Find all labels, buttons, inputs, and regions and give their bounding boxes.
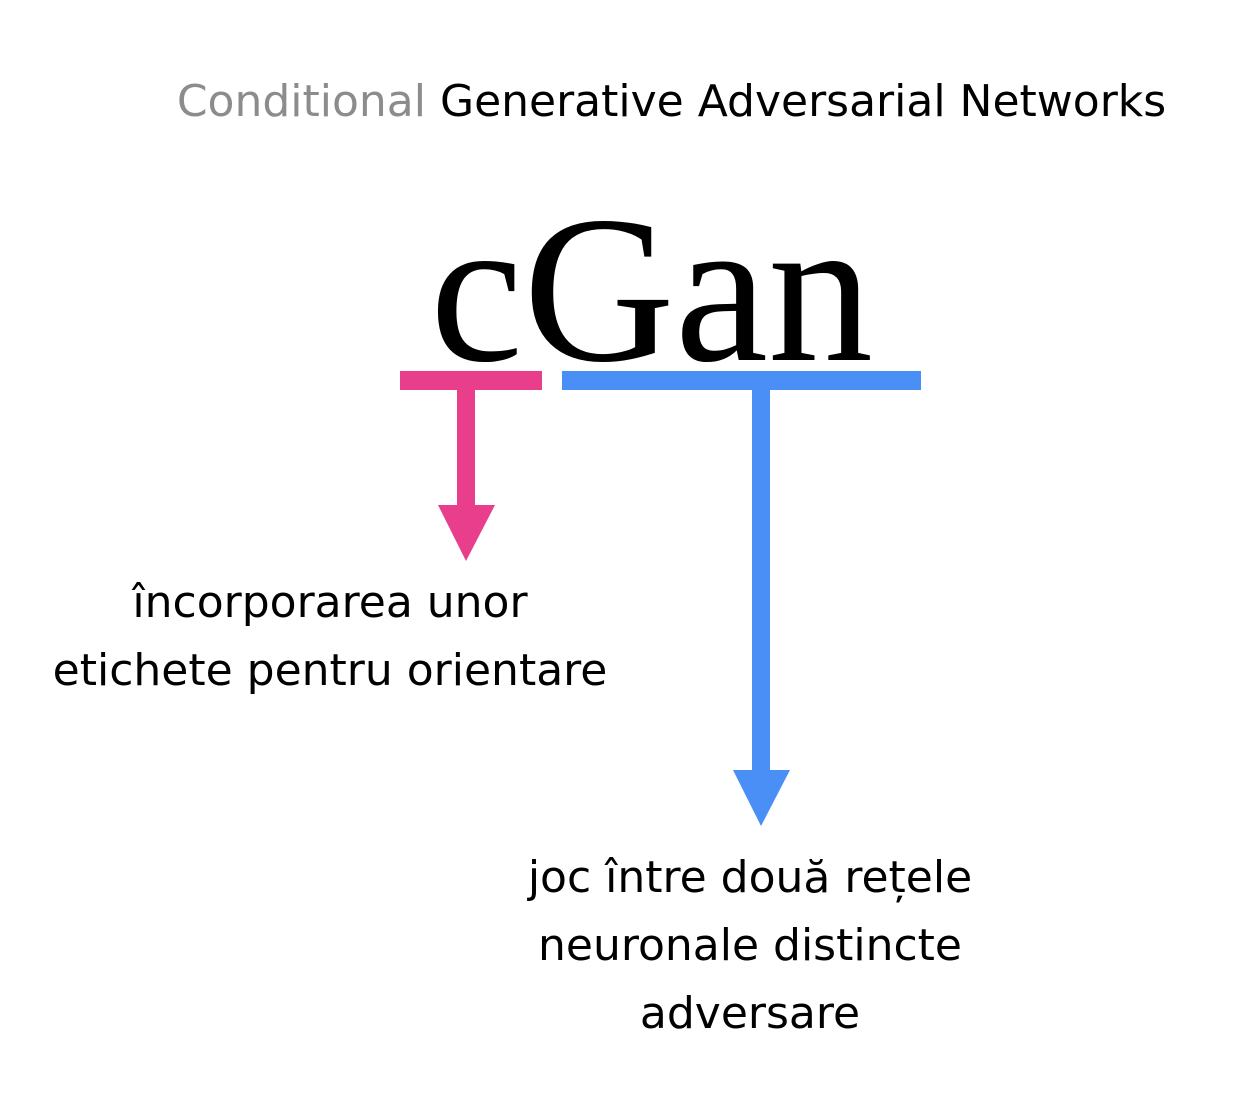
- diagram-title: Conditional Generative Adversarial Netwo…: [0, 72, 1253, 132]
- pink-arrow: [400, 371, 542, 561]
- blue-arrow: [562, 371, 921, 826]
- title-rest: Generative Adversarial Networks: [439, 76, 1167, 127]
- annotation-network: joc între două rețele neuronale distinct…: [470, 844, 1030, 1048]
- pink-arrow-head: [438, 505, 495, 561]
- annotation-line: neuronale distincte: [538, 920, 962, 971]
- acronym-word: cGan: [429, 174, 874, 406]
- blue-arrow-shaft: [752, 388, 770, 772]
- title-conditional: Conditional: [176, 76, 426, 127]
- annotation-line: etichete pentru orientare: [52, 645, 608, 696]
- annotation-line: joc între două rețele: [527, 852, 973, 903]
- annotation-labels: încorporarea unor etichete pentru orient…: [20, 569, 640, 705]
- pink-bracket-bar: [400, 371, 542, 390]
- annotation-line: adversare: [639, 988, 861, 1039]
- blue-arrow-head: [733, 770, 790, 826]
- blue-bracket-bar: [562, 371, 921, 390]
- pink-arrow-shaft: [457, 388, 475, 508]
- annotation-line: încorporarea unor: [132, 577, 528, 628]
